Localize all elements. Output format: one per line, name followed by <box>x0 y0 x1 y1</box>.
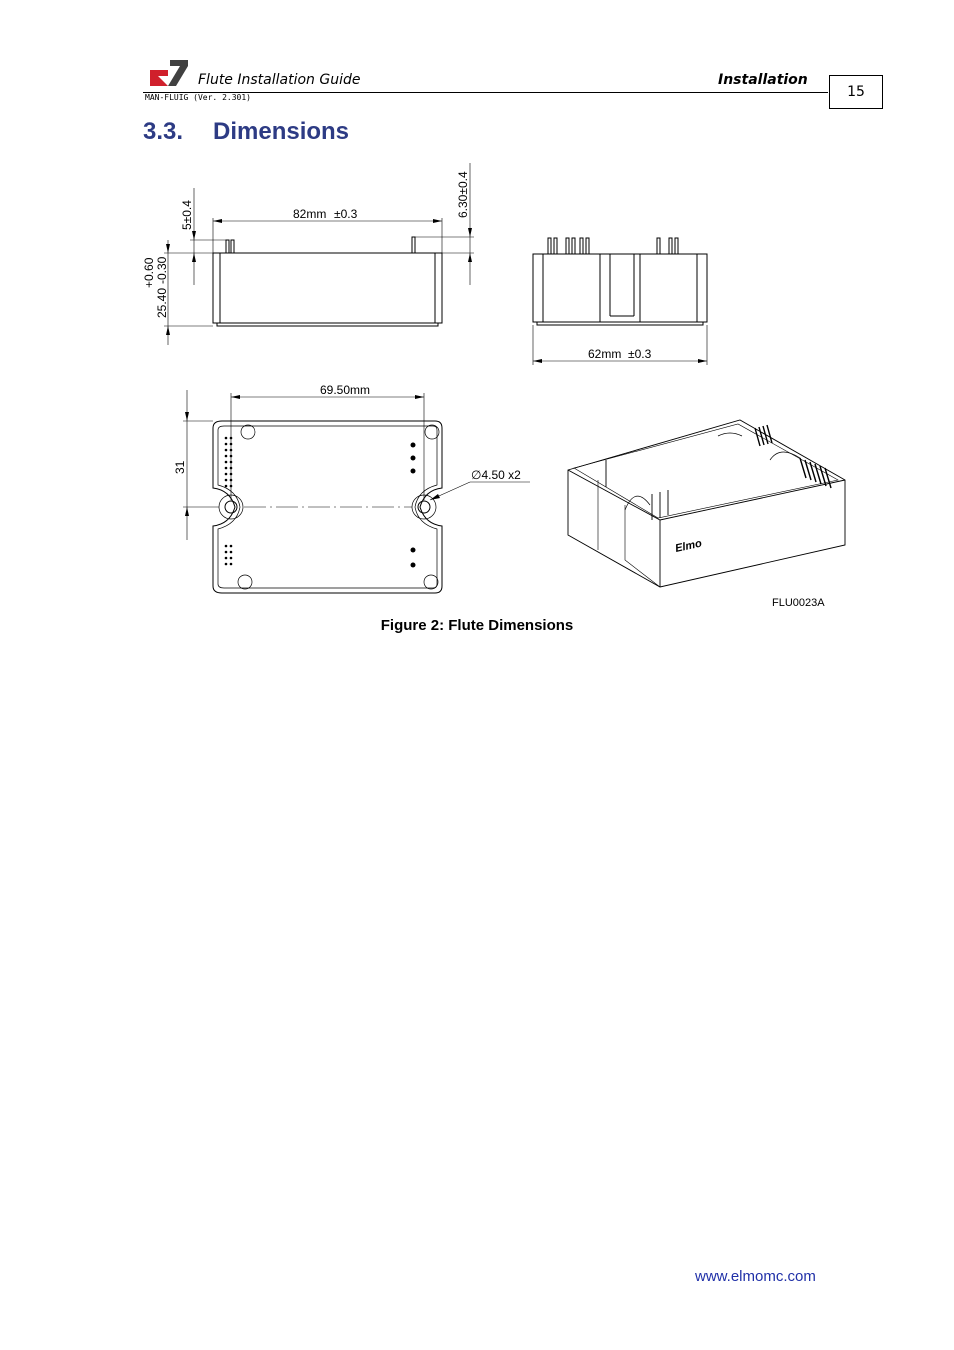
elmo-brand-mark: Elmo <box>674 538 703 555</box>
website-link[interactable]: www.elmomc.com <box>695 1268 816 1285</box>
dim-width-tol-label: ±0.3 <box>628 347 652 361</box>
bottom-view <box>183 390 530 594</box>
dimensions-drawing <box>164 163 846 594</box>
section-number: 3.3. <box>143 118 184 145</box>
dim-top-pin-label: 6.30±0.4 <box>456 171 470 218</box>
end-view <box>532 237 708 365</box>
elmo-logo <box>150 60 188 86</box>
figure-caption: Figure 2: Flute Dimensions <box>380 617 574 634</box>
dim-height-tol-minus-label: -0.30 <box>155 256 169 284</box>
header-rule <box>143 92 828 93</box>
dim-pin-height-label: 5±0.4 <box>180 200 194 230</box>
page-number: 15 <box>829 75 883 109</box>
dim-hole-dia-label: ∅4.50 x2 <box>471 468 521 482</box>
dim-hole-offset-label: 31 <box>173 460 187 474</box>
section-heading: 3.3. Dimensions <box>143 118 349 146</box>
dim-height-tol-plus-label: +0.60 <box>142 257 156 288</box>
figure-id-label: FLU0023A <box>772 597 825 609</box>
dim-width-label: 62mm <box>588 347 621 361</box>
dim-hole-spacing-label: 69.50mm <box>320 383 370 397</box>
guide-title: Flute Installation Guide <box>198 72 361 88</box>
header-section-label: Installation <box>718 72 808 88</box>
isometric-view <box>567 419 846 588</box>
section-title: Dimensions <box>213 118 350 145</box>
dim-length-label: 82mm <box>293 207 326 221</box>
dim-height-label: 25.40 <box>155 288 169 318</box>
dimension-labels: 82mm ±0.3 5±0.4 6.30±0.4 25.40 +0.60 -0.… <box>142 171 825 609</box>
side-view <box>164 163 474 345</box>
dim-length-tol-label: ±0.3 <box>334 207 358 221</box>
version-label: MAN-FLUIG (Ver. 2.301) <box>145 93 251 102</box>
